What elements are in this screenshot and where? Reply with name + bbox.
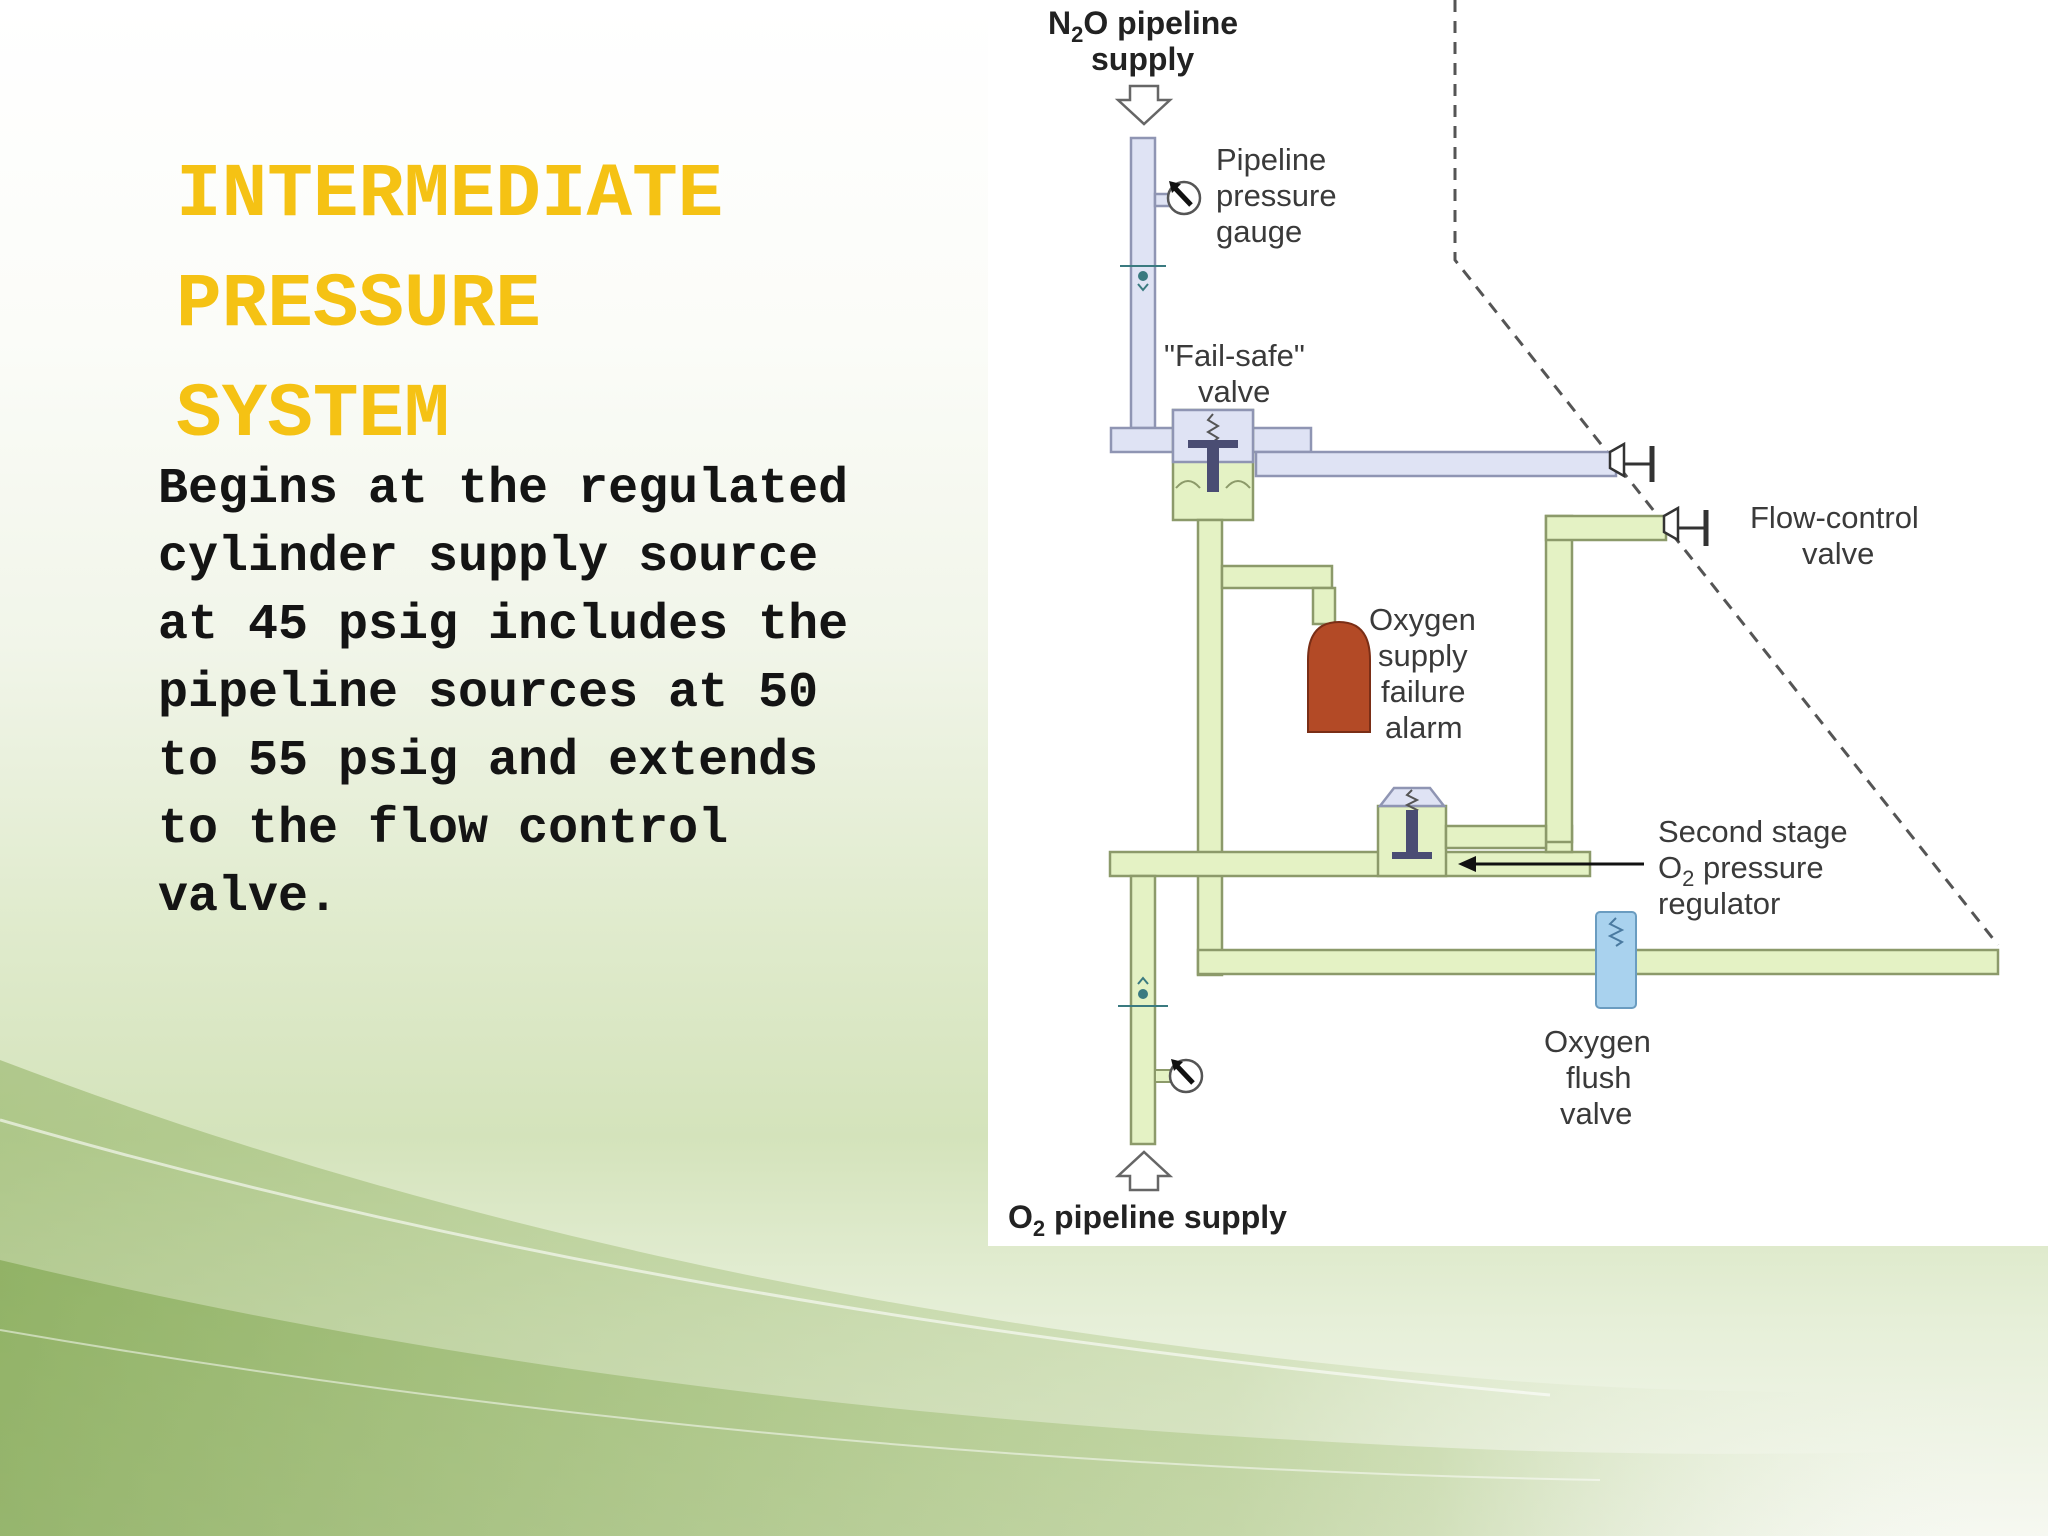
body-line: to 55 psig and extends [158, 733, 819, 790]
label-flowctl-line1: Flow-control [1750, 500, 1919, 535]
diagram-canvas: N2O pipeline supply Pipeline pressure ga… [1008, 0, 2000, 1241]
n2o-check-valve [1120, 265, 1166, 292]
label-failsafe-line1: "Fail-safe" [1164, 338, 1305, 373]
body-line: cylinder supply source [158, 529, 819, 586]
label-gauge-line3: gauge [1216, 214, 1302, 249]
second-stage-o2-regulator [1376, 786, 1548, 878]
label-n2o-supply-line2: supply [1091, 41, 1194, 77]
label-alarm-line2: supply [1378, 638, 1468, 673]
body-line: pipeline sources at 50 [158, 665, 819, 722]
label-flush-line1: Oxygen [1544, 1024, 1651, 1059]
label-flush-line2: flush [1566, 1060, 1631, 1095]
label-alarm-line3: failure [1381, 674, 1465, 709]
title-line: INTERMEDIATE [176, 152, 724, 238]
label-alarm-line4: alarm [1385, 710, 1463, 745]
n2o-pressure-gauge-icon [1166, 180, 1202, 216]
label-alarm-line1: Oxygen [1369, 602, 1476, 637]
machine-boundary-dashed-line [1453, 0, 2000, 946]
body-line: at 45 psig includes the [158, 597, 849, 654]
title-line: SYSTEM [176, 372, 450, 458]
label-gauge-line2: pressure [1216, 178, 1337, 213]
label-n2o-pipeline-supply: N2O pipeline [1048, 5, 1238, 47]
o2-flow-control-valve [1662, 505, 1709, 546]
anesthesia-machine-diagram: N2O pipeline supply Pipeline pressure ga… [988, 0, 2048, 1246]
label-regulator-line2: O2 pressure [1658, 850, 1824, 891]
title-line: PRESSURE [176, 262, 541, 348]
body-line: to the flow control [158, 801, 729, 858]
slide-title: INTERMEDIATE PRESSURE SYSTEM [176, 140, 976, 470]
label-flowctl-line2: valve [1802, 536, 1874, 571]
oxygen-supply-failure-alarm [1307, 620, 1371, 733]
o2-inlet-arrow [1114, 1150, 1174, 1192]
o2-pressure-gauge-icon [1154, 1058, 1204, 1094]
o2-pipeline [1108, 514, 2000, 1146]
label-regulator-line1: Second stage [1658, 814, 1848, 849]
label-flush-line3: valve [1560, 1096, 1632, 1131]
regulator-pointer-arrow [1458, 856, 1644, 872]
body-line: valve. [158, 869, 339, 926]
label-gauge-line1: Pipeline [1216, 142, 1326, 177]
label-o2-pipeline-supply: O2 pipeline supply [1008, 1199, 1287, 1241]
n2o-inlet-arrow [1114, 84, 1174, 126]
body-line: Begins at the regulated [158, 461, 849, 518]
n2o-flow-control-valve [1608, 441, 1655, 482]
oxygen-flush-valve [1595, 911, 1637, 1009]
o2-check-valve [1118, 976, 1168, 1007]
label-failsafe-line2: valve [1198, 374, 1270, 409]
slide-body-text: Begins at the regulated cylinder supply s… [158, 456, 978, 932]
label-regulator-line3: regulator [1658, 886, 1780, 921]
fail-safe-valve [1171, 408, 1255, 522]
